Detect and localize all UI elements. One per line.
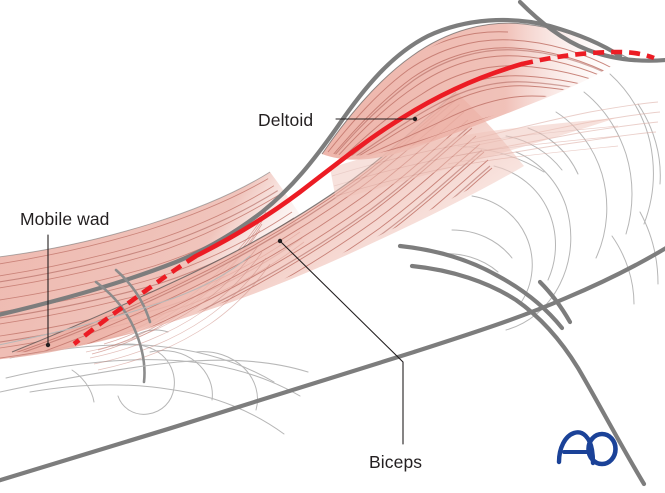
approach-line-dashed-distal: [72, 254, 198, 346]
label-mobile-wad: Mobile wad: [20, 209, 110, 229]
muscle-intermediate-band: [330, 118, 619, 200]
skin-contours-faint: [0, 255, 309, 393]
arm-upper-contour: [0, 17, 623, 317]
axilla-branch-contour: [537, 279, 573, 325]
label-deltoid: Deltoid: [258, 110, 313, 130]
forearm-lower-contour: [0, 246, 665, 483]
leader-dot-biceps: [277, 238, 283, 244]
ao-logo: AO: [556, 430, 618, 467]
ao-logo-letter-o: [586, 431, 618, 467]
approach-line-dashed-proximal: [521, 49, 655, 67]
leader-dot-mobile-wad: [45, 342, 51, 348]
leader-line-biceps: [280, 241, 404, 445]
label-leaders: [45, 116, 418, 445]
neck-contour: [517, 0, 665, 63]
bone-outlines: [5, 73, 661, 435]
label-biceps: Biceps: [369, 452, 422, 472]
axilla-fold-contour: [397, 243, 565, 331]
leader-dot-deltoid: [412, 116, 418, 122]
torso-lateral-contour: [409, 263, 647, 487]
intermuscular-septum-2: [114, 268, 152, 324]
biceps-distal-fibers: [85, 245, 271, 371]
approach-line-solid: [193, 61, 525, 259]
